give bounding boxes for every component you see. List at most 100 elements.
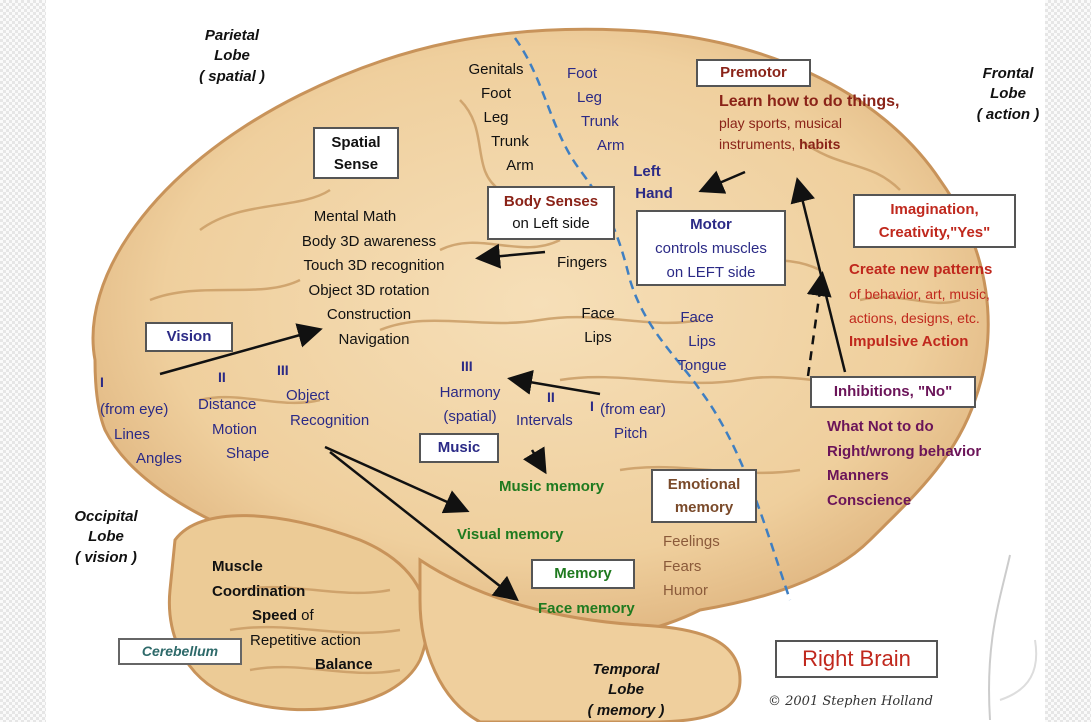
inhibition-line: Right/wrong behavior [827,440,981,465]
face-outline [989,555,1010,720]
spatial-functions-list: Mental Math Body 3D awareness Touch 3D r… [294,205,445,352]
cerebellum-line: Balance [315,653,373,678]
imagination-box: Imagination, Creativity,"Yes" [853,194,1016,248]
music-memory-label: Music memory [499,478,604,496]
label-line: Face [667,306,726,330]
emotional-memory-box: Emotional memory [651,469,757,523]
sensory-strip-list: Genitals Foot Leg Trunk Arm [458,58,534,178]
body-senses-box: Body Senses on Left side [487,186,615,240]
inhibition-description: What Not to do Right/wrong behavior Mann… [827,415,981,513]
premotor-line: instruments, habits [719,136,899,153]
inhibition-line: What Not to do [827,415,981,440]
box-subtitle: on Left side [489,213,613,235]
lobe-name: Occipital [74,507,137,527]
vision-item: Distance [198,393,269,418]
imagination-line: of behavior, art, music, [849,282,992,306]
face-lips-sensory-label: Face Lips [581,302,614,350]
body-part: Arm [506,154,534,178]
music-item: Intervals [516,412,573,430]
face-lips-tongue-motor-label: Face Lips Tongue [677,306,726,378]
vision-item: Object [286,384,369,409]
music-level-iii-list: Harmony (spatial) [440,381,501,429]
music-item: Harmony [440,381,501,405]
fingers-label: Fingers [557,254,607,272]
cerebellum-line: Speed of [252,604,373,629]
label-line: Face [581,302,614,326]
label-line: Tongue [677,354,726,378]
music-level-i-numeral: I [590,398,594,415]
body-part: Arm [597,134,625,158]
box-title: Motor [638,213,784,237]
motor-strip-list: Foot Leg Trunk Arm [567,62,625,158]
box-line: Spatial [315,132,397,154]
cerebellum-box: Cerebellum [118,638,242,665]
vision-item: Motion [212,418,269,443]
vision-item: (from eye) [100,398,182,423]
premotor-line: Learn how to do things, [719,92,899,111]
inhibition-line: Conscience [827,489,981,514]
lobe-function: ( spatial ) [199,67,265,87]
music-level-ii-numeral: II [547,389,555,406]
body-part: Trunk [486,130,534,154]
box-line: Imagination, [855,198,1014,221]
lobe-name: Parietal [199,26,265,46]
box-line: Creativity,"Yes" [855,221,1014,244]
vision-item: Recognition [290,409,369,434]
vision-level-iii-list: Object Recognition [286,384,369,433]
cerebellum-text: of [297,607,314,624]
lobe-word: Lobe [588,680,665,700]
function-item: Mental Math [266,205,445,230]
vision-item: Angles [136,447,182,472]
spatial-sense-box: Spatial Sense [313,127,399,179]
label-line: Lips [581,326,614,350]
body-part: Foot [567,62,625,86]
emotion-item: Fears [663,555,720,580]
body-part: Genitals [458,58,534,82]
parietal-lobe-label: Parietal Lobe ( spatial ) [199,26,265,87]
vision-item: Lines [114,423,182,448]
memory-box: Memory [531,559,635,589]
function-item: Body 3D awareness [294,230,445,255]
function-item: Touch 3D recognition [304,254,445,279]
lobe-name: Frontal [977,64,1040,84]
vision-level-ii-numeral: II [218,369,226,386]
lobe-function: ( vision ) [74,548,137,568]
lobe-word: Lobe [199,46,265,66]
box-line: Emotional [653,473,755,496]
vision-level-i-numeral: I [100,374,104,391]
lobe-word: Lobe [977,84,1040,104]
emotions-list: Feelings Fears Humor [663,530,720,604]
premotor-line: play sports, musical [719,115,899,132]
music-item: (from ear) [600,398,666,422]
emotion-item: Humor [663,579,720,604]
music-item: (spatial) [440,405,501,429]
face-memory-label: Face memory [538,600,635,618]
face-outline-nose [1000,640,1036,700]
cerebellum-line: Repetitive action [250,629,373,654]
right-brain-box: Right Brain [775,640,938,678]
copyright-text: © 2001 Stephen Holland [768,694,933,710]
label-line: Left [621,161,673,183]
cerebellum-highlight: Speed [252,607,297,624]
premotor-description: Learn how to do things, play sports, mus… [719,92,899,153]
visual-memory-label: Visual memory [457,526,563,544]
box-line: controls muscles [638,237,784,261]
imagination-description: Create new patterns of behavior, art, mu… [849,258,992,354]
left-hand-label: Left Hand [621,161,673,205]
cerebellum-line: Muscle [212,555,373,580]
box-line: Sense [315,154,397,176]
function-item: Object 3D rotation [294,279,445,304]
vision-level-ii-list: Distance Motion Shape [198,393,269,467]
body-part: Leg [458,106,534,130]
function-item: Construction [294,303,445,328]
cerebellum-line: Coordination [212,580,373,605]
music-level-iii-numeral: III [461,358,473,375]
body-part: Trunk [581,110,625,134]
emotion-item: Feelings [663,530,720,555]
premotor-highlight: habits [799,136,840,152]
box-line: on LEFT side [638,261,784,285]
body-part: Foot [458,82,534,106]
occipital-lobe-label: Occipital Lobe ( vision ) [74,507,137,568]
music-box: Music [419,433,499,463]
label-line: Lips [677,330,726,354]
